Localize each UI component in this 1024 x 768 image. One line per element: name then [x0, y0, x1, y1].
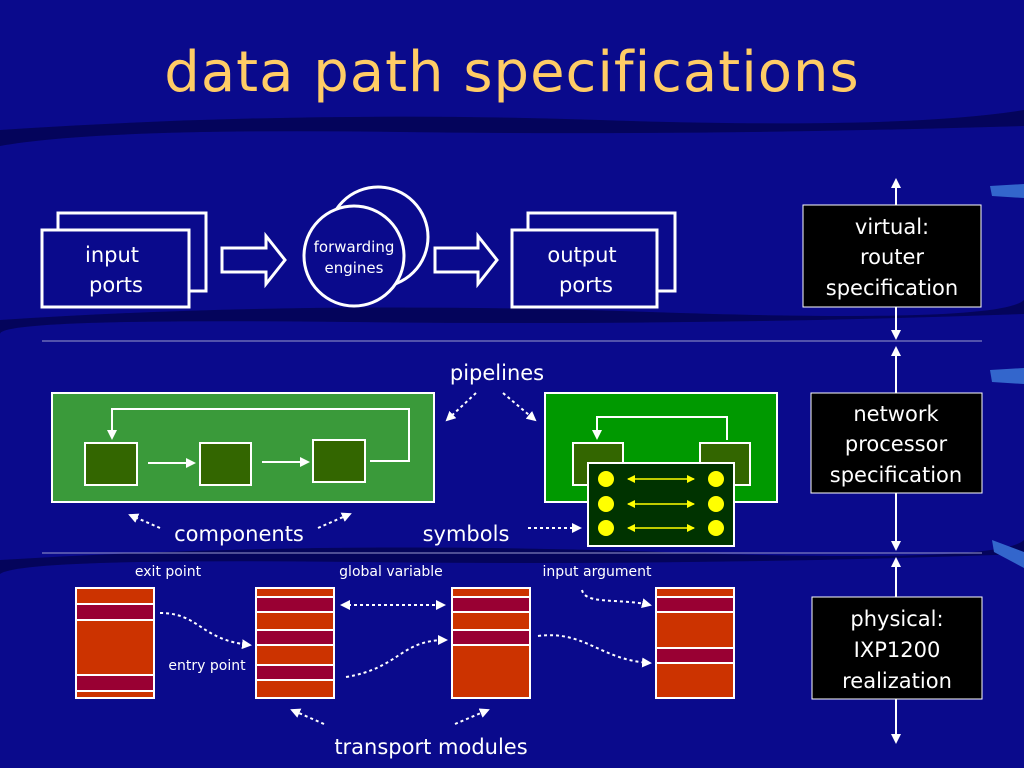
components-label: components [174, 522, 304, 546]
pipelines-pointers [445, 392, 537, 422]
background-swooshes [0, 110, 1024, 574]
block-arrow-2 [433, 231, 499, 289]
symbols-box [587, 462, 735, 547]
component-box [312, 439, 366, 483]
exit-point-label: exit point [135, 564, 202, 580]
component-box [84, 442, 138, 486]
global-variable-label: global variable [339, 564, 443, 580]
level-virtual-line2: router [860, 245, 924, 269]
symbol-dot [598, 471, 614, 487]
transport-module [655, 587, 735, 699]
component-box [199, 442, 252, 486]
forwarding-line1: forwarding [314, 238, 395, 256]
components-pointers [128, 512, 582, 533]
forwarding-engines-node: forwarding engines [302, 185, 430, 308]
symbols-label: symbols [423, 522, 510, 546]
level-box-virtual: virtual: router specification [802, 204, 982, 308]
slide-title: data path specifications [164, 40, 860, 105]
symbol-dot [708, 496, 724, 512]
transport-module [75, 587, 155, 699]
symbol-dot [598, 520, 614, 536]
module-connectors [159, 589, 652, 725]
symbol-dot [598, 496, 614, 512]
level-network-line2: processor [845, 432, 948, 456]
block-arrow-1 [220, 231, 287, 289]
right-edge-accents [990, 184, 1024, 568]
level-physical-line3: realization [842, 669, 952, 693]
transport-modules-label: transport modules [334, 735, 527, 759]
level-box-physical: physical: IXP1200 realization [811, 596, 983, 700]
input-ports-line2: ports [89, 273, 143, 297]
entry-point-label: entry point [168, 658, 246, 674]
level-virtual-line1: virtual: [855, 215, 929, 239]
level-box-network: network processor specification [810, 392, 983, 494]
input-argument-label: input argument [543, 564, 652, 580]
level-physical-line1: physical: [850, 607, 943, 631]
input-ports-line1: input [85, 243, 139, 267]
output-ports-line2: ports [559, 273, 613, 297]
forwarding-line2: engines [325, 259, 384, 277]
input-ports-node: input ports [40, 211, 208, 309]
level-network-line1: network [853, 402, 939, 426]
output-ports-node: output ports [510, 211, 677, 309]
pipelines-label: pipelines [450, 361, 544, 385]
pipeline-left [51, 392, 435, 503]
output-ports-line1: output [547, 243, 616, 267]
level-virtual-line3: specification [826, 276, 958, 300]
symbol-dot [708, 520, 724, 536]
symbol-dot [708, 471, 724, 487]
level-physical-line2: IXP1200 [854, 638, 941, 662]
transport-module [451, 587, 531, 699]
transport-module [255, 587, 335, 699]
level-network-line3: specification [830, 463, 962, 487]
